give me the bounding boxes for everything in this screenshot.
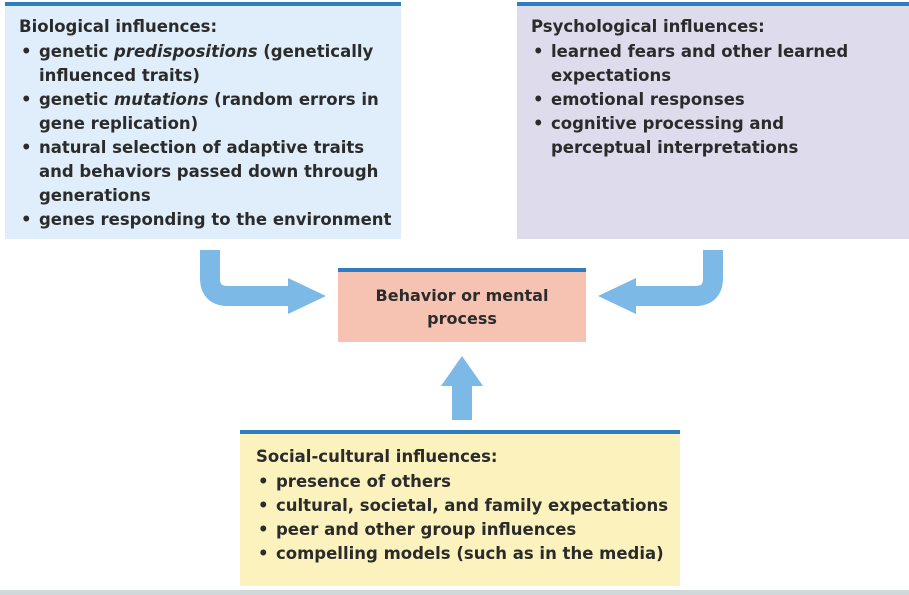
social-cultural-arrow bbox=[452, 382, 472, 420]
list-item: compelling models (such as in the media) bbox=[256, 542, 680, 566]
bottom-border bbox=[0, 590, 909, 595]
list-item: genes responding to the environment bbox=[19, 208, 401, 232]
psychological-list: learned fears and other learned expectat… bbox=[531, 40, 909, 160]
list-item: genetic predispositions (genetically inf… bbox=[19, 40, 401, 88]
biological-arrowhead bbox=[288, 278, 326, 314]
list-item: cognitive processing and perceptual inte… bbox=[531, 112, 811, 160]
behavior-box: Behavior or mental process bbox=[338, 268, 586, 342]
list-item: cultural, societal, and family expectati… bbox=[256, 494, 680, 518]
biological-title: Biological influences: bbox=[19, 17, 218, 36]
social-cultural-influences-box: Social-cultural influences: presence of … bbox=[240, 430, 680, 586]
list-item: presence of others bbox=[256, 470, 680, 494]
social-cultural-arrowhead bbox=[441, 356, 483, 386]
list-item: natural selection of adaptive traits and… bbox=[19, 136, 379, 208]
behavior-label: Behavior or mental process bbox=[375, 286, 549, 328]
psychological-influences-box: Psychological influences: learned fears … bbox=[517, 2, 909, 239]
biological-arrow bbox=[200, 250, 292, 306]
psychological-arrowhead bbox=[598, 278, 636, 314]
psychological-title: Psychological influences: bbox=[531, 17, 765, 36]
biological-influences-box: Biological influences: genetic predispos… bbox=[5, 2, 401, 239]
list-item: peer and other group influences bbox=[256, 518, 680, 542]
social-cultural-list: presence of others cultural, societal, a… bbox=[256, 470, 680, 566]
biological-list: genetic predispositions (genetically inf… bbox=[19, 40, 401, 232]
psychological-arrow bbox=[632, 250, 723, 306]
social-cultural-title: Social-cultural influences: bbox=[256, 447, 498, 466]
list-item: genetic mutations (random errors in gene… bbox=[19, 88, 401, 136]
list-item: emotional responses bbox=[531, 88, 909, 112]
list-item: learned fears and other learned expectat… bbox=[531, 40, 851, 88]
